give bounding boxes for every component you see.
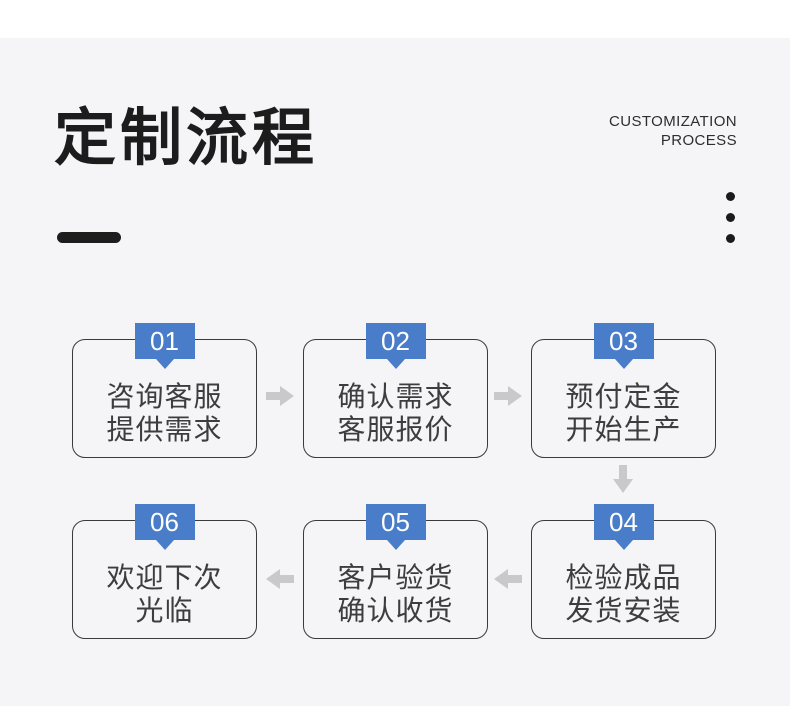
dot-icon xyxy=(726,192,735,201)
step-text-line-1: 欢迎下次 xyxy=(106,562,223,593)
step-number: 03 xyxy=(609,326,638,356)
arrow-right-icon xyxy=(266,386,294,406)
step-card-02: 02 确认需求 客服报价 xyxy=(303,323,488,458)
step-number: 01 xyxy=(150,326,179,356)
step-text: 预付定金 开始生产 xyxy=(532,380,715,446)
step-number-badge: 02 xyxy=(365,323,426,359)
dot-icon xyxy=(726,213,735,222)
step-text-line-1: 咨询客服 xyxy=(106,381,223,412)
step-number: 02 xyxy=(381,326,410,356)
step-text-line-2: 发货安装 xyxy=(565,595,682,626)
step-number-badge: 01 xyxy=(134,323,195,359)
step-text-line-2: 客服报价 xyxy=(337,414,454,445)
arrow-left-icon xyxy=(494,569,522,589)
step-text-line-1: 预付定金 xyxy=(565,381,682,412)
step-card-05: 05 客户验货 确认收货 xyxy=(303,504,488,639)
step-text-line-2: 开始生产 xyxy=(565,414,682,445)
subtitle-line-2: PROCESS xyxy=(660,132,737,149)
step-card-03: 03 预付定金 开始生产 xyxy=(531,323,716,458)
step-card-01: 01 咨询客服 提供需求 xyxy=(72,323,257,458)
arrow-right-icon xyxy=(494,386,522,406)
content-panel xyxy=(0,38,790,706)
step-text-line-1: 检验成品 xyxy=(565,562,682,593)
arrow-left-icon xyxy=(266,569,294,589)
step-number-badge: 05 xyxy=(365,504,426,540)
arrow-down-icon xyxy=(613,465,633,493)
step-text-line-1: 客户验货 xyxy=(337,562,454,593)
step-text: 客户验货 确认收货 xyxy=(304,561,487,627)
step-text-line-1: 确认需求 xyxy=(337,381,454,412)
vertical-dots-decoration xyxy=(726,192,736,255)
step-number-badge: 04 xyxy=(593,504,654,540)
page-title: 定制流程 xyxy=(54,104,319,173)
subtitle-en: CUSTOMIZATION PROCESS xyxy=(609,112,737,150)
step-text: 检验成品 发货安装 xyxy=(532,561,715,627)
step-number: 05 xyxy=(381,507,410,537)
step-text-line-2: 光临 xyxy=(135,595,194,626)
title-underline xyxy=(57,232,121,243)
step-card-04: 04 检验成品 发货安装 xyxy=(531,504,716,639)
step-number: 04 xyxy=(609,507,638,537)
top-white-strip xyxy=(0,0,790,38)
step-number-badge: 06 xyxy=(134,504,195,540)
step-text: 欢迎下次 光临 xyxy=(73,561,256,627)
subtitle-line-1: CUSTOMIZATION xyxy=(609,113,737,130)
step-text: 确认需求 客服报价 xyxy=(304,380,487,446)
step-card-06: 06 欢迎下次 光临 xyxy=(72,504,257,639)
dot-icon xyxy=(726,234,735,243)
step-text-line-2: 提供需求 xyxy=(106,414,223,445)
step-text-line-2: 确认收货 xyxy=(337,595,454,626)
step-number-badge: 03 xyxy=(593,323,654,359)
step-text: 咨询客服 提供需求 xyxy=(73,380,256,446)
step-number: 06 xyxy=(150,507,179,537)
